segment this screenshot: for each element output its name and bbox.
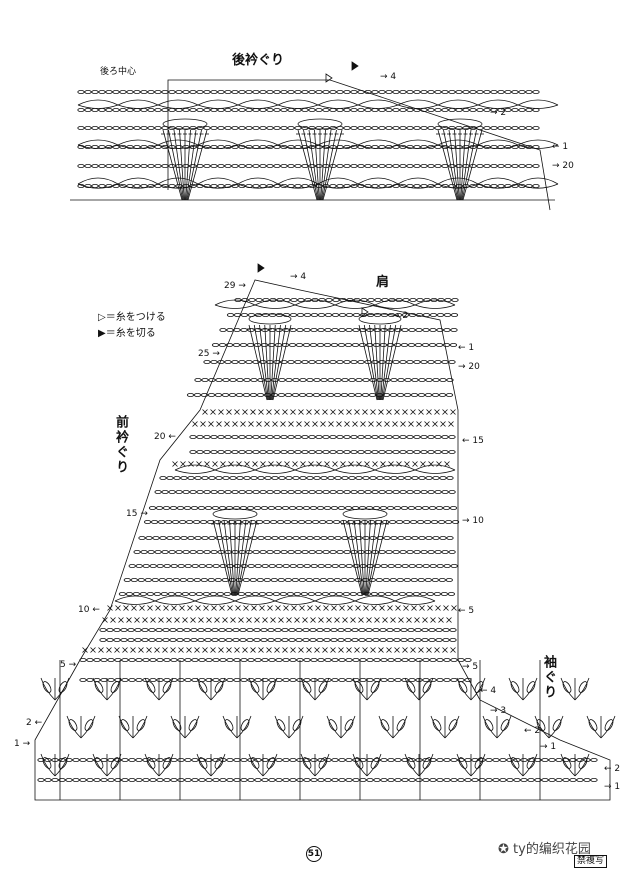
- bottom-right-row-2: → 2: [392, 311, 409, 321]
- watermark: ✪ ty的编织花园: [498, 842, 591, 857]
- bottom-left-row-25: 25 →: [198, 349, 220, 359]
- top-row-label-1: ← 1: [552, 142, 569, 152]
- bottom-left-row-5: 5 →: [60, 660, 77, 670]
- wechat-icon: ✪: [498, 842, 509, 857]
- bottom-right-row-5a: ← 5: [458, 606, 475, 616]
- bottom-chart-symbols: [34, 279, 616, 801]
- back-center-label: 後ろ中心: [100, 67, 137, 77]
- front-neck-label: 前衿ぐり: [113, 415, 128, 475]
- top-row-label-2: → 2: [490, 108, 507, 118]
- bottom-right-row-4b: ← 4: [480, 686, 497, 696]
- yarn-marks: [257, 61, 369, 317]
- legend-attach-yarn: ▷＝糸をつける: [98, 312, 166, 323]
- bottom-left-row-1: 1 →: [14, 739, 31, 749]
- page-number: 51: [306, 846, 322, 862]
- bottom-left-row-15: 15 →: [126, 509, 148, 519]
- bottom-right-row-1: ← 1: [458, 343, 475, 353]
- bottom-right-row-2b: ← 2: [524, 726, 541, 736]
- bottom-left-row-20: 20 ←: [154, 432, 176, 442]
- top-row-label-20: → 20: [552, 161, 574, 171]
- copy-prohibited-badge: 禁複写: [574, 855, 608, 868]
- bottom-right-row-4: → 4: [290, 272, 307, 282]
- bottom-right-row-20: → 20: [458, 362, 480, 372]
- top-chart-symbols: [70, 79, 559, 211]
- top-row-label-4: → 4: [380, 72, 397, 82]
- legend-cut-yarn: ▶＝糸を切る: [98, 328, 156, 339]
- bottom-right-row-1b: → 1: [540, 742, 557, 752]
- shoulder-label: 肩: [376, 275, 390, 290]
- bottom-left-row-10: 10 ←: [78, 605, 100, 615]
- bottom-right-row-2c: ← 2: [604, 764, 621, 774]
- filled-triangle-icon: ▶: [98, 328, 106, 339]
- bottom-left-row-29: 29 →: [224, 281, 246, 291]
- bottom-left-row-2: 2 ←: [26, 718, 43, 728]
- bottom-right-row-10: → 10: [462, 516, 484, 526]
- open-triangle-icon: ▷: [98, 312, 106, 323]
- bottom-right-row-1c: → 1: [604, 782, 621, 792]
- bottom-right-row-3: → 3: [490, 706, 507, 716]
- bottom-right-row-5b: → 5: [462, 662, 479, 672]
- armhole-label: 袖ぐり: [541, 655, 556, 700]
- top-chart-title: 後衿ぐり: [232, 53, 285, 68]
- bottom-right-row-15: ← 15: [462, 436, 484, 446]
